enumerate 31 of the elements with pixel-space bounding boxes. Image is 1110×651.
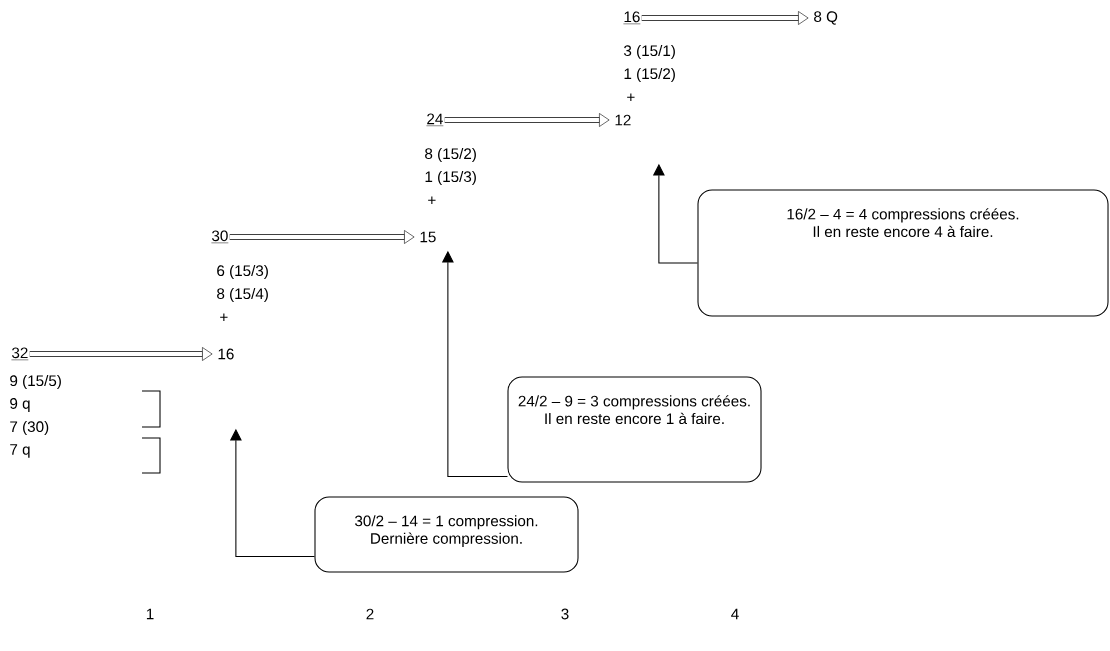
column-number: 1 [146, 608, 154, 620]
underlined-number: 32 [11, 347, 29, 361]
number: 12 [615, 114, 631, 126]
column-number: 4 [731, 608, 739, 620]
callout-text: 24/2 – 9 = 3 compressions créées. Il en reste encore 1 à faire. [518, 395, 750, 425]
term-text: 9 q [10, 398, 30, 412]
number: 8 Q [814, 11, 838, 25]
term-text: 1 (15/3) [425, 170, 476, 186]
column-number: 3 [561, 608, 569, 620]
underlined-number: 30 [211, 230, 229, 244]
callout-box [507, 376, 762, 483]
callout-box [314, 496, 579, 573]
callout-box [697, 189, 1109, 317]
underlined-number: 16 [623, 11, 641, 25]
number: 15 [420, 231, 436, 243]
term-text: 8 (15/4) [217, 287, 268, 303]
term-text: 1 (15/2) [624, 67, 675, 83]
number: 16 [218, 348, 234, 360]
hollow-arrow [229, 230, 415, 244]
term-text: + [428, 196, 436, 205]
term-text: 7 q [10, 444, 30, 458]
hollow-arrow [29, 347, 213, 361]
term-text: + [220, 313, 228, 322]
hollow-arrow [444, 113, 610, 127]
term-text: 7 (30) [10, 420, 49, 436]
callout-text: 30/2 – 14 = 1 compression. Dernière compression. [355, 515, 538, 547]
underlined-number: 24 [426, 113, 444, 126]
hollow-arrow [641, 11, 809, 25]
callout-text: 16/2 – 4 = 4 compressions créées. Il en reste encore 4 à faire. [787, 208, 1019, 238]
column-number: 2 [366, 608, 374, 620]
term-text: + [627, 93, 635, 102]
